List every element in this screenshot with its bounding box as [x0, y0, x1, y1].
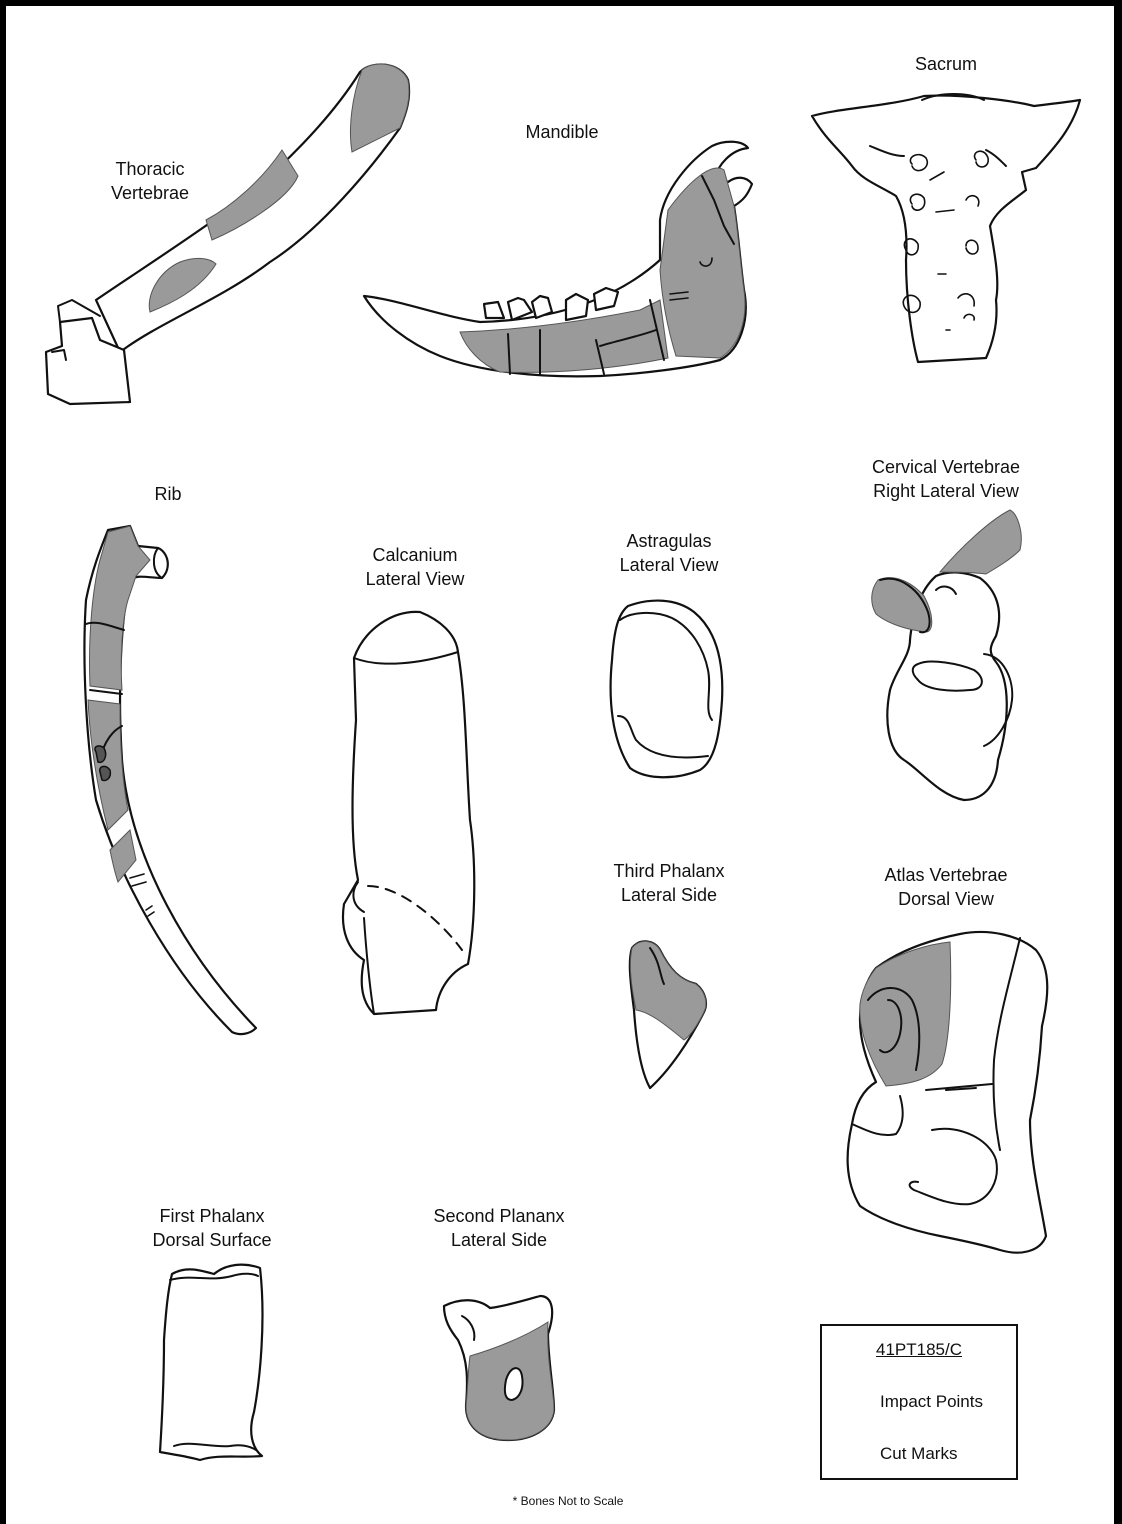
label-line: Lateral View	[366, 567, 465, 591]
label-astragulas: Astragulas Lateral View	[620, 529, 719, 577]
label-line: Vertebrae	[111, 181, 189, 205]
label-line: Dorsal View	[884, 887, 1007, 911]
label-line: Astragulas	[620, 529, 719, 553]
legend-box: 41PT185/C Impact Points Cut Marks	[820, 1324, 1018, 1480]
label-line: Dorsal Surface	[152, 1228, 271, 1252]
label-line: First Phalanx	[152, 1204, 271, 1228]
label-line: Rib	[154, 482, 181, 506]
label-line: Lateral Side	[613, 883, 724, 907]
legend-cut-marks-label: Cut Marks	[880, 1444, 957, 1464]
calcanium-drawing	[343, 612, 474, 1014]
label-sacrum: Sacrum	[915, 52, 977, 76]
label-rib: Rib	[154, 482, 181, 506]
label-cervical-vertebrae: Cervical Vertebrae Right Lateral View	[872, 455, 1020, 503]
label-first-phalanx: First Phalanx Dorsal Surface	[152, 1204, 271, 1252]
label-line: Lateral View	[620, 553, 719, 577]
label-line: Third Phalanx	[613, 859, 724, 883]
astragulas-drawing	[611, 601, 723, 778]
label-line: Mandible	[525, 120, 598, 144]
sacrum-drawing	[812, 94, 1080, 362]
label-line: Atlas Vertebrae	[884, 863, 1007, 887]
label-third-phalanx: Third Phalanx Lateral Side	[613, 859, 724, 907]
legend-impact-points-label: Impact Points	[880, 1392, 983, 1412]
label-line: Thoracic	[111, 157, 189, 181]
mandible-drawing	[364, 142, 752, 377]
rib-drawing	[84, 526, 256, 1034]
cervical-vertebrae-drawing	[872, 510, 1022, 800]
footnote: * Bones Not to Scale	[513, 1494, 624, 1508]
label-line: Sacrum	[915, 52, 977, 76]
label-second-phalanx: Second Plananx Lateral Side	[433, 1204, 564, 1252]
second-phalanx-drawing	[444, 1296, 554, 1440]
label-line: Calcanium	[366, 543, 465, 567]
label-calcanium: Calcanium Lateral View	[366, 543, 465, 591]
third-phalanx-drawing	[630, 941, 706, 1088]
first-phalanx-drawing	[160, 1265, 262, 1460]
label-line: Lateral Side	[433, 1228, 564, 1252]
label-thoracic-vertebrae: Thoracic Vertebrae	[111, 157, 189, 205]
atlas-vertebrae-drawing	[848, 932, 1048, 1253]
label-line: Cervical Vertebrae	[872, 455, 1020, 479]
label-line: Second Plananx	[433, 1204, 564, 1228]
legend-title: 41PT185/C	[822, 1340, 1016, 1360]
label-line: Right Lateral View	[872, 479, 1020, 503]
thoracic-vertebrae-drawing	[46, 64, 409, 404]
label-atlas-vertebrae: Atlas Vertebrae Dorsal View	[884, 863, 1007, 911]
label-mandible: Mandible	[525, 120, 598, 144]
